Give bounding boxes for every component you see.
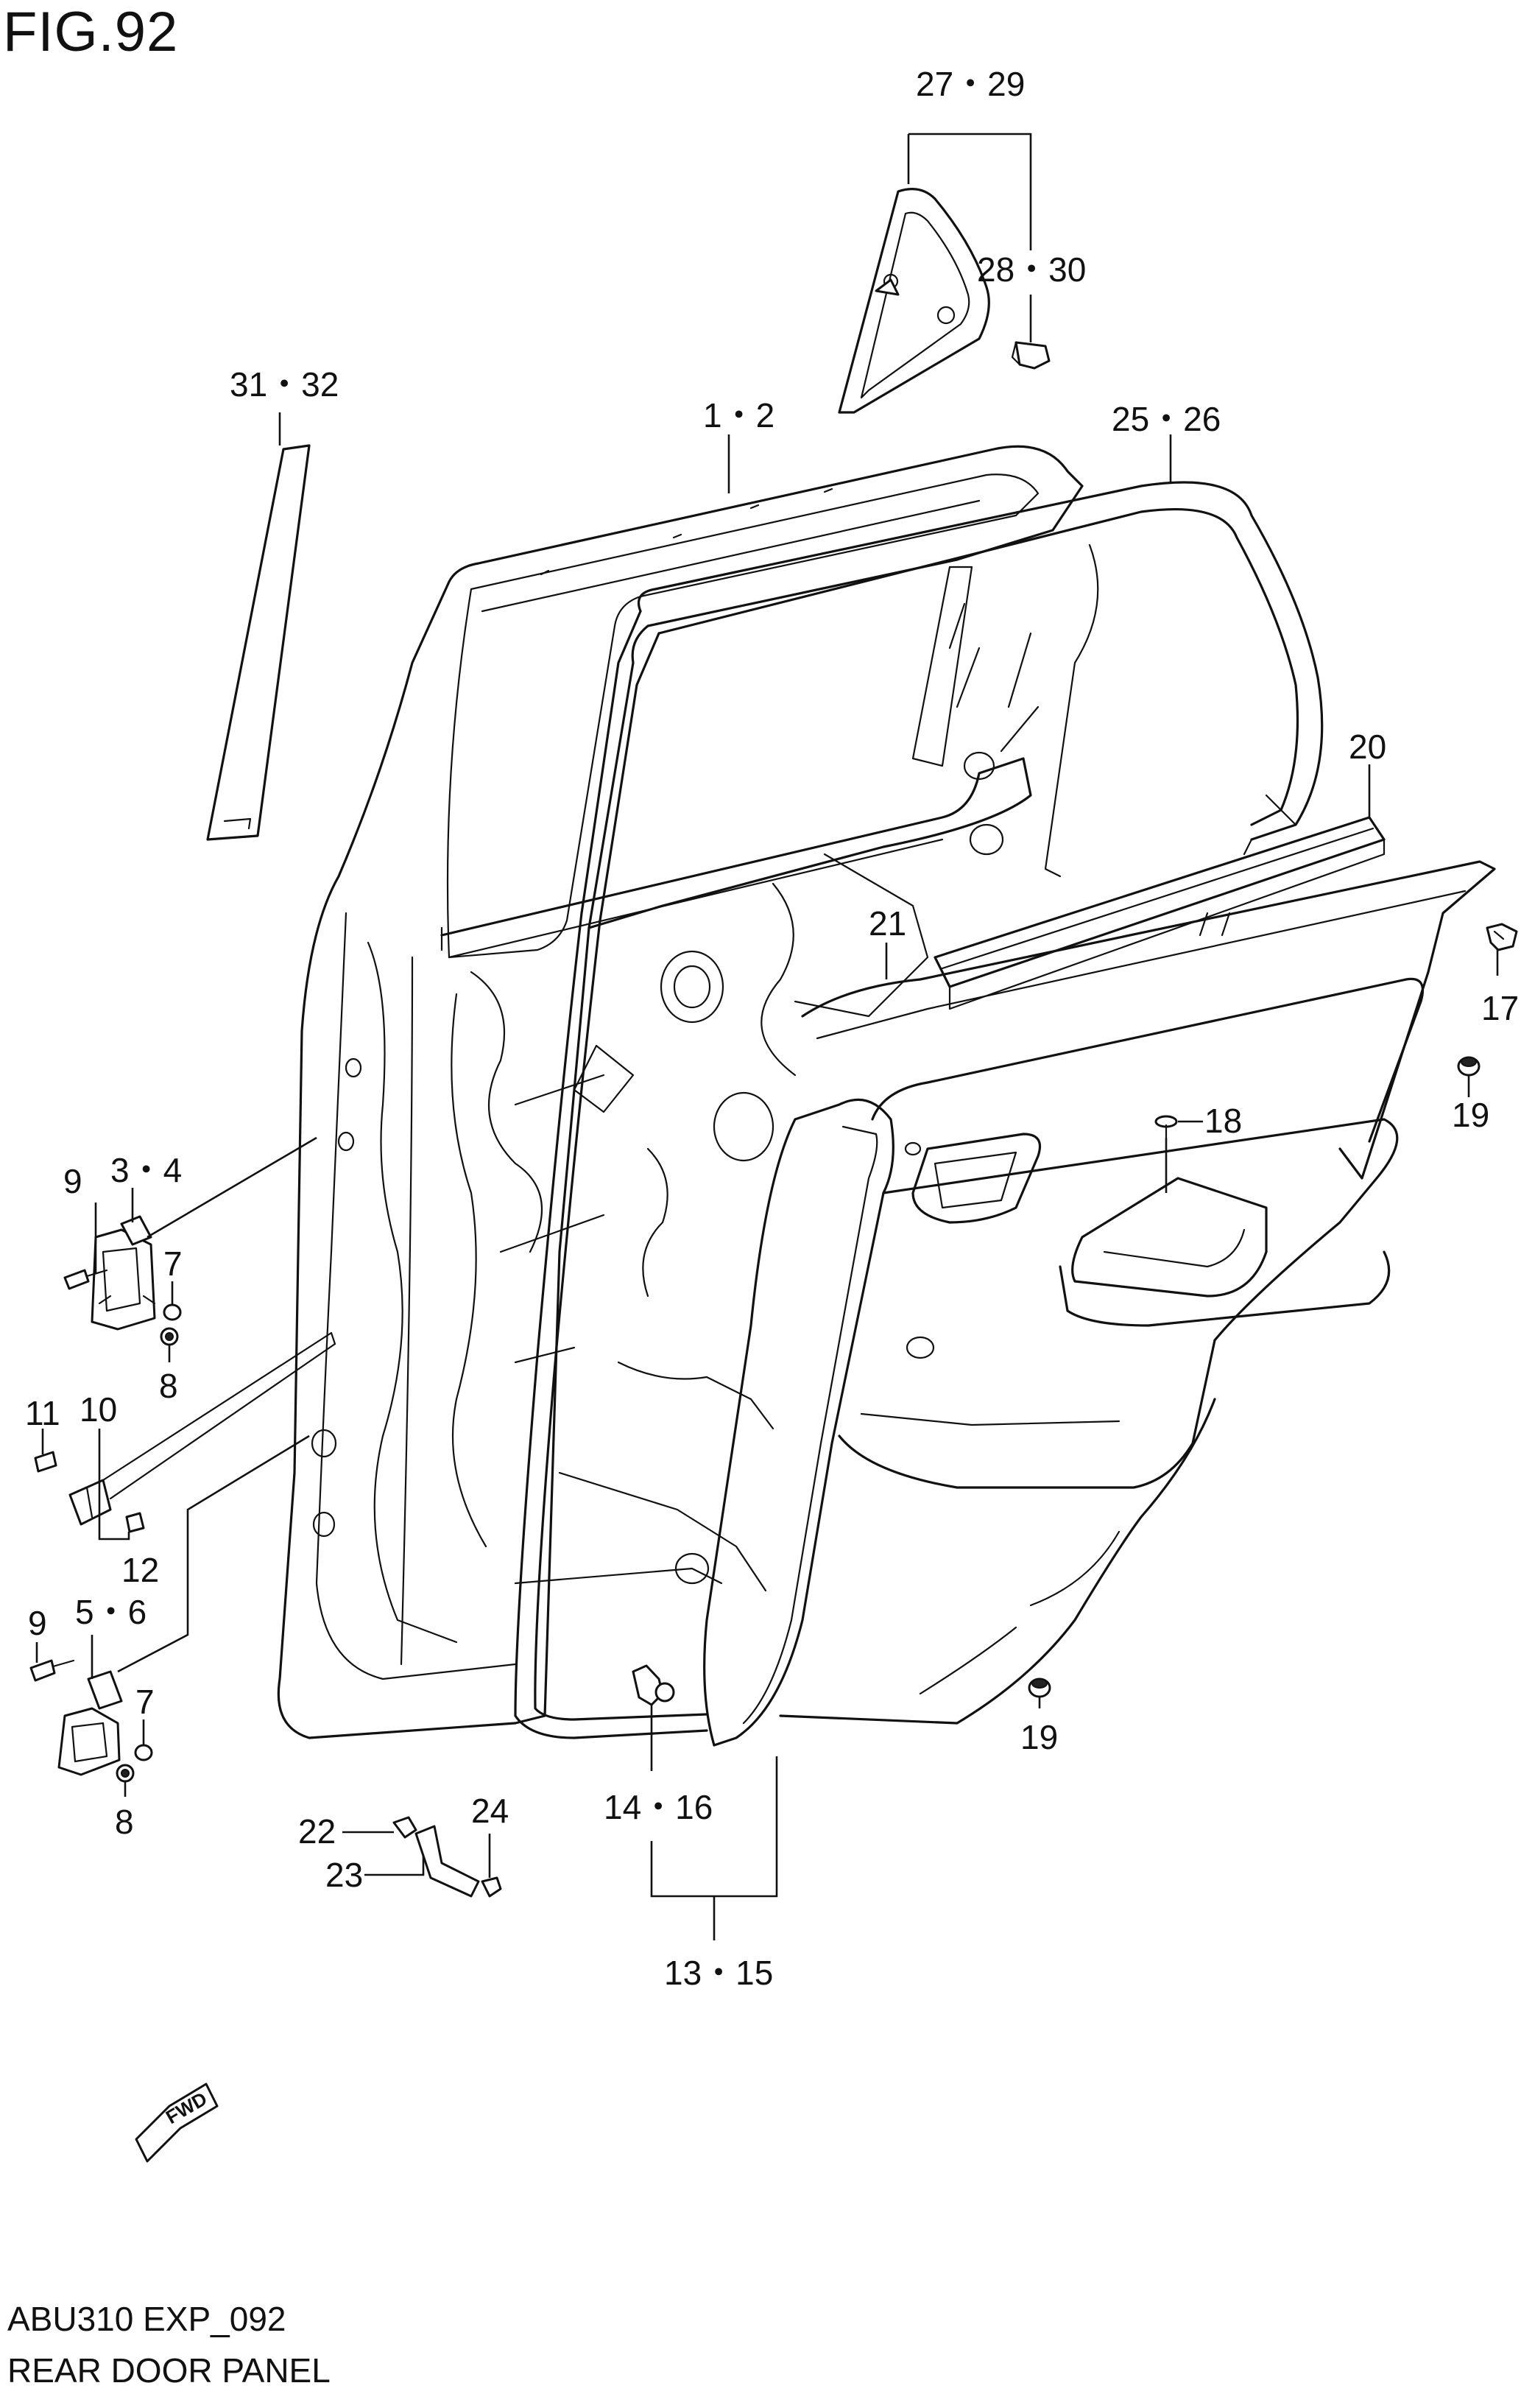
callout-11: 11 xyxy=(25,1394,60,1432)
lower-hinge xyxy=(57,1670,123,1776)
callout-1-2: 1・2 xyxy=(703,396,774,434)
screw-18 xyxy=(1154,1115,1178,1139)
pillar-tape xyxy=(206,444,311,841)
callout-3-4: 3・4 xyxy=(110,1151,182,1189)
bolt-12 xyxy=(125,1512,145,1533)
callout-14-16: 14・16 xyxy=(604,1788,713,1826)
callout-8-upper: 8 xyxy=(159,1367,178,1405)
callout-9-upper: 9 xyxy=(63,1162,82,1200)
callout-20: 20 xyxy=(1349,728,1386,766)
clip-14-16 xyxy=(632,1664,675,1706)
callout-12: 12 xyxy=(121,1551,159,1589)
garnish-clip xyxy=(1011,341,1051,370)
callout-28-30: 28・30 xyxy=(977,250,1086,289)
callout-5-6: 5・6 xyxy=(75,1593,147,1631)
belt-weatherstrip xyxy=(934,816,1386,1010)
door-trim-panel xyxy=(703,860,1496,1747)
nut-8-upper xyxy=(160,1327,179,1346)
callout-24: 24 xyxy=(471,1792,509,1830)
callout-31-32: 31・32 xyxy=(230,365,339,404)
clip-24 xyxy=(481,1876,502,1898)
fwd-arrow-icon: FWD xyxy=(135,2083,219,2163)
nut-7-lower xyxy=(134,1744,153,1761)
diagram-code: ABU310 EXP_092 xyxy=(7,2300,286,2338)
cap-19-upper xyxy=(1457,1056,1481,1077)
door-shell xyxy=(277,445,1099,1739)
callout-19-upper: 19 xyxy=(1452,1096,1489,1134)
callout-22: 22 xyxy=(298,1812,336,1851)
clip-17 xyxy=(1486,923,1518,951)
callout-23: 23 xyxy=(325,1856,363,1894)
bolt-9-upper xyxy=(63,1269,108,1290)
callout-7-lower: 7 xyxy=(135,1683,155,1721)
callout-21: 21 xyxy=(869,904,906,943)
upper-hinge xyxy=(91,1215,156,1331)
bolt-9-lower xyxy=(29,1659,75,1682)
callout-27-29: 27・29 xyxy=(916,65,1025,103)
callout-18: 18 xyxy=(1204,1102,1242,1140)
clip-22 xyxy=(392,1816,417,1839)
callout-13-15: 13・15 xyxy=(664,1954,773,1992)
callout-8-lower: 8 xyxy=(115,1803,134,1841)
nut-8-lower xyxy=(116,1764,135,1783)
diagram-name: REAR DOOR PANEL xyxy=(7,2351,331,2390)
door-weatherstrip xyxy=(514,481,1324,1739)
callout-10: 10 xyxy=(80,1390,117,1429)
figure-title: FIG.92 xyxy=(3,1,179,63)
window-garnish xyxy=(838,188,990,414)
bolt-11 xyxy=(34,1451,57,1473)
callout-19-lower: 19 xyxy=(1020,1718,1058,1756)
callout-9-lower: 9 xyxy=(28,1604,47,1642)
callout-25-26: 25・26 xyxy=(1112,400,1221,438)
callout-17: 17 xyxy=(1481,989,1519,1027)
leader-lines xyxy=(35,133,1499,1940)
bracket-23 xyxy=(414,1825,480,1898)
cap-19-lower xyxy=(1028,1677,1051,1698)
callout-labels: 27・29 28・30 31・32 1・2 25・26 20 21 17 19 … xyxy=(25,65,1519,1992)
nut-7-upper xyxy=(163,1303,182,1321)
callout-7-upper: 7 xyxy=(163,1245,183,1283)
